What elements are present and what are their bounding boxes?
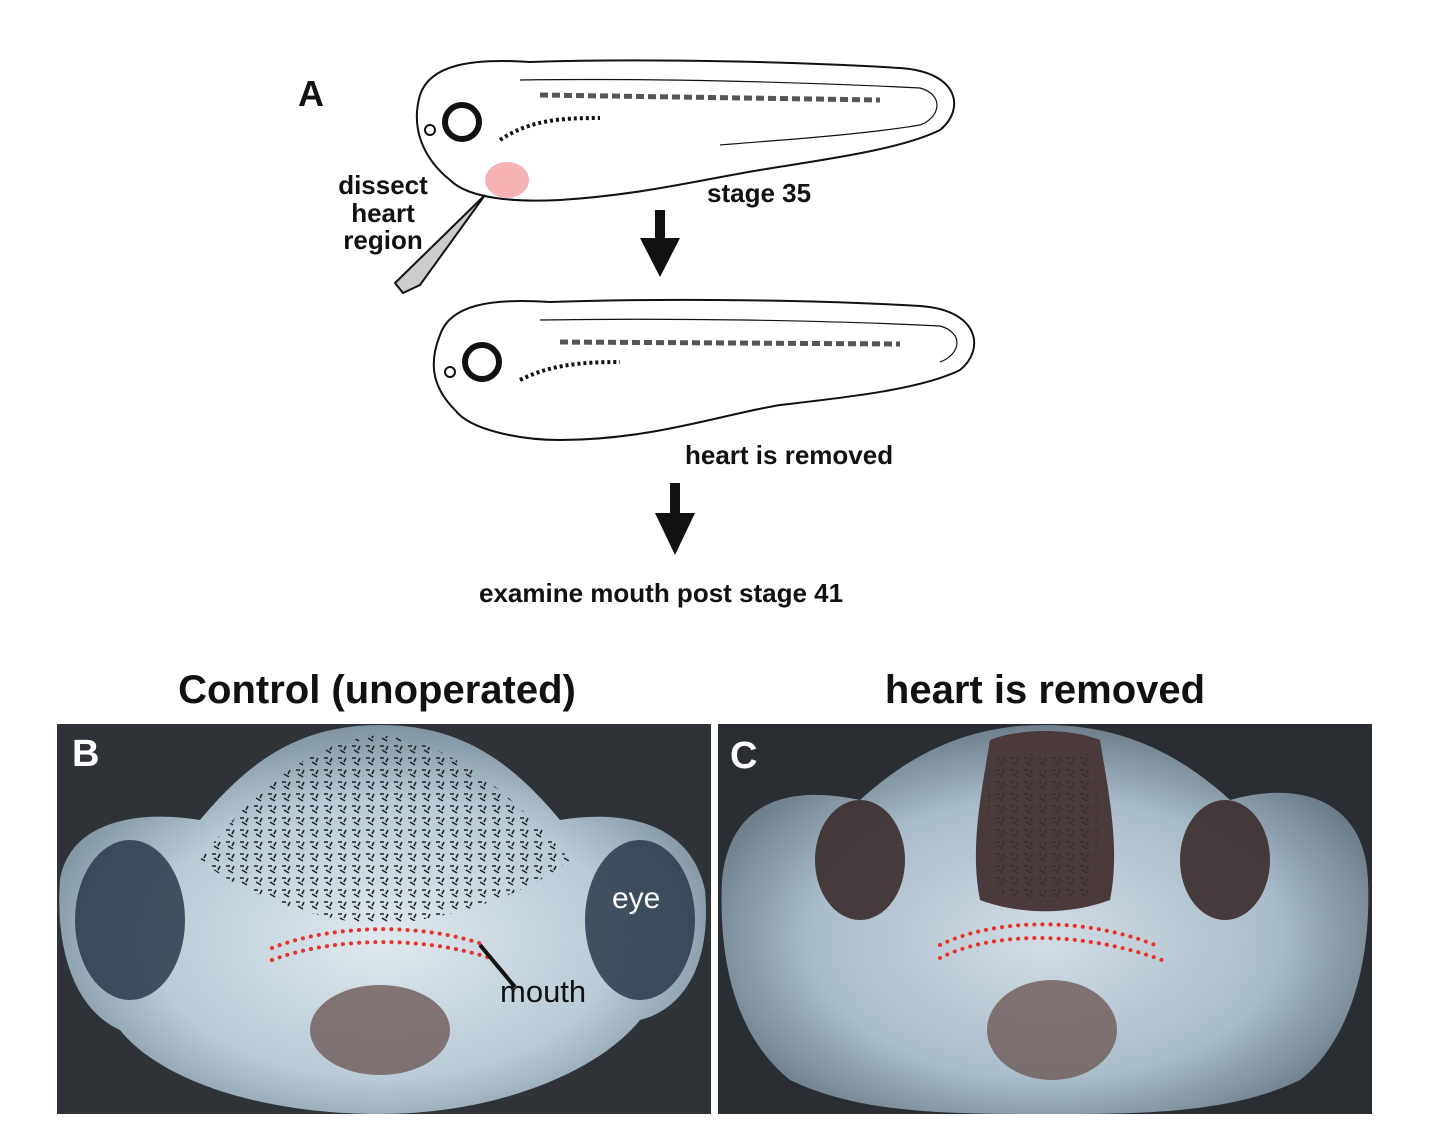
stage-35-label: stage 35	[707, 178, 812, 208]
mouth-label: mouth	[500, 974, 587, 1009]
tadpole-heart-removed-drawing	[432, 298, 976, 442]
mouth-pointer-line	[478, 943, 517, 989]
panel-b-photo	[57, 724, 711, 1114]
panel-c-photo	[718, 724, 1372, 1114]
pipette-icon	[393, 194, 486, 295]
region-label: region	[343, 225, 423, 255]
down-arrow-icon	[640, 210, 680, 277]
down-arrow-icon	[655, 483, 695, 555]
panel-c-title: heart is removed	[884, 668, 1206, 712]
panel-a-label: A	[298, 73, 324, 114]
heart-removed-label: heart is removed	[685, 440, 894, 470]
panel-c-label: C	[730, 735, 758, 777]
heart-label: heart	[351, 198, 415, 228]
panel-b-label: B	[72, 733, 100, 775]
eye-label: eye	[612, 882, 661, 915]
examine-mouth-label: examine mouth post stage 41	[479, 578, 844, 608]
panel-b-title: Control (unoperated)	[178, 668, 576, 712]
dissect-label: dissect	[338, 170, 428, 200]
heart-region-highlight	[485, 162, 529, 198]
